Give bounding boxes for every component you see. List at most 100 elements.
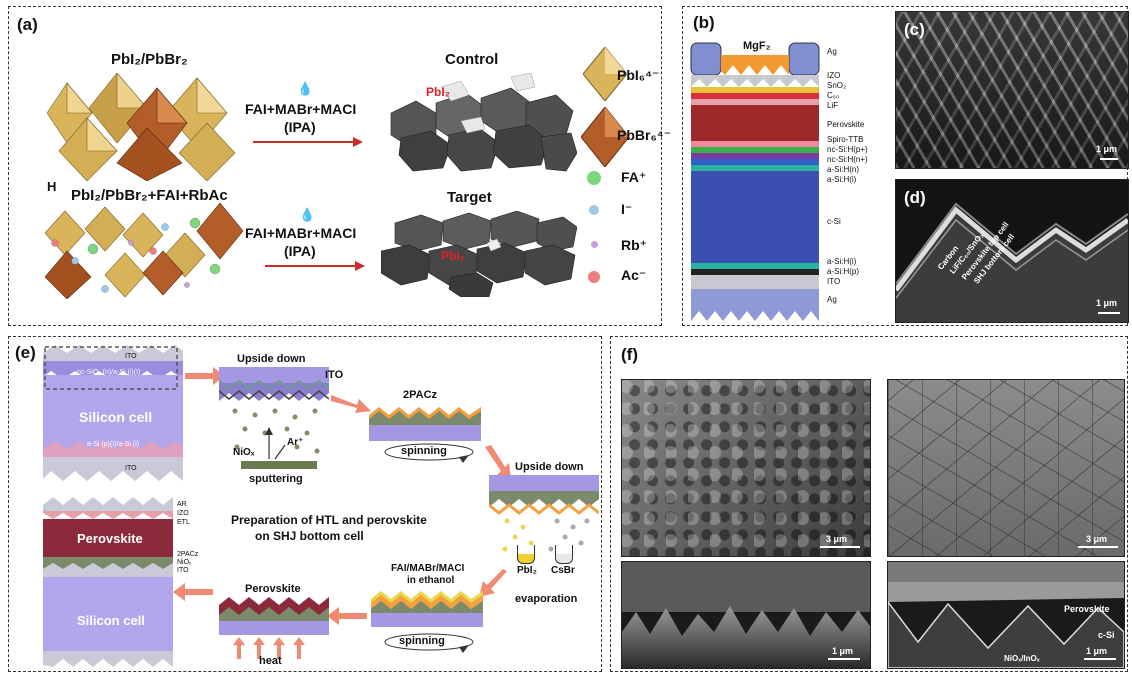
fai-stack — [371, 591, 483, 627]
legend-i-dot — [589, 205, 599, 215]
pbi2-tag-bottom: PbI₂ — [441, 249, 465, 263]
pbi2-label: PbI₂ — [517, 565, 537, 576]
sem-image-c: (c) 1 μm — [895, 11, 1129, 169]
legend-rb-dot — [591, 241, 598, 248]
legend-rb: Rb⁺ — [621, 237, 648, 253]
twopacz-label: 2PACz — [403, 389, 438, 401]
stack2-izo: IZO — [177, 510, 189, 517]
stack2-silicon: Silicon cell — [77, 613, 145, 628]
sem-image-d: (d) Carbon LiF/C₆₀/SnO₂ Perovskite top c… — [895, 179, 1129, 323]
perovskite-label-heat: Perovskite — [245, 583, 301, 595]
panel-e: (e) ITO nc-SiOₓ (n)/a-Si (i)(I) Silicon … — [8, 336, 602, 672]
layer-ito: ITO — [827, 277, 841, 286]
legend-pbbr6-icon — [581, 107, 629, 167]
panel-f: (f) 3 μm 3 μm 1 μm Perovskite c-Si NiOₓ/… — [610, 336, 1128, 672]
sem-f-nio-label: NiOₓ/InOₓ — [1004, 654, 1040, 663]
layer-asi-i-bottom: a-Si:H(i) — [827, 257, 857, 266]
octahedron-pbi — [47, 73, 236, 181]
silicon-cell-stack-1 — [43, 345, 183, 481]
spinning-2: spinning — [399, 635, 445, 647]
heat-arrows — [233, 637, 305, 659]
sem-d-profile — [896, 202, 1128, 322]
legend-ac: Ac⁻ — [621, 267, 647, 283]
target-label: Target — [447, 189, 492, 206]
scale-f-tr: 3 μm — [1086, 534, 1108, 544]
ito-label: ITO — [325, 369, 344, 381]
droplet-icon: 💧 — [297, 81, 314, 96]
legend-fa: FA⁺ — [621, 169, 647, 185]
layer-perovskite: Perovskite — [827, 120, 865, 129]
stack2-ar: AR — [177, 501, 187, 508]
arrow-bottom — [265, 261, 365, 271]
panel-b-label: (b) — [693, 13, 715, 32]
stack2-ito: ITO — [177, 567, 189, 574]
panel-bcd: (b) MgF₂ Ag IZO SnO₂ C₆₀ LiF Perovskite … — [682, 6, 1129, 326]
fai-label-1: FAI/MABr/MACI — [391, 563, 465, 574]
title-e-2: on SHJ bottom cell — [255, 529, 364, 543]
octahedra-cluster-bottom — [45, 203, 244, 299]
sem-f-bl-profile — [622, 562, 870, 668]
spin-arrow-1 — [384, 443, 474, 463]
scalebar-c — [1100, 158, 1118, 160]
arrow-e-3 — [485, 445, 511, 479]
evaporation-particles — [502, 518, 590, 552]
spin-arrow-2 — [384, 633, 474, 653]
panel-d-label: (d) — [904, 188, 926, 207]
reagent-top-1: FAI+MABr+MACI — [245, 101, 357, 117]
spinning-1: spinning — [401, 445, 447, 457]
stack1-silicon: Silicon cell — [79, 409, 153, 425]
panel-a: (a) PbI₂/PbBr₂ 💧 FAI+MABr+MACI (IPA) Con… — [8, 6, 671, 326]
csbr-crucible — [555, 545, 573, 564]
scale-f-tl: 3 μm — [826, 534, 848, 544]
scale-f-br: 1 μm — [1086, 646, 1108, 656]
tandem-cell-stack: MgF₂ — [690, 40, 820, 321]
layer-nc-n: nc-Si:H(n+) — [827, 155, 868, 164]
precursor-top-label: PbI₂/PbBr₂ — [111, 51, 188, 68]
sem-f-br-profile — [888, 562, 1124, 668]
legend-pbi6: PbI₆⁴⁻ — [617, 67, 660, 83]
droplet-icon-bottom: 💧 — [299, 207, 316, 222]
scale-d: 1 μm — [1096, 298, 1118, 308]
layer-nc-p: nc-Si:H(p+) — [827, 145, 868, 154]
layer-asi-i-top: a-Si:H(i) — [827, 175, 857, 184]
arrow-e-6 — [173, 583, 213, 601]
sputtering-stack — [219, 367, 329, 401]
fai-label-2: in ethanol — [407, 575, 455, 586]
reagent-top-2: (IPA) — [284, 119, 316, 135]
legend-ac-dot — [588, 271, 600, 283]
octahedra-cluster-top — [47, 73, 236, 181]
stack1-asi: a-Si (p)(I)/a-Si (i) — [87, 441, 140, 448]
scalebar-f-br — [1084, 658, 1116, 660]
stack1-nc-layer: nc-SiOₓ (n)/a-Si (i)(I) — [77, 369, 141, 376]
pbi2-crucible — [517, 545, 535, 564]
legend-pbi6-icon — [583, 47, 627, 101]
stack2-etl: ETL — [177, 519, 190, 526]
panel-e-label: (e) — [15, 343, 36, 362]
layer-sno2: SnO₂ — [827, 81, 847, 90]
sputter-particles — [232, 408, 320, 460]
niox-label: NiOₓ — [233, 447, 255, 458]
upside-down-2: Upside down — [515, 461, 584, 473]
scalebar-f-tr — [1078, 546, 1118, 548]
precursor-bottom-label: PbI₂/PbBr₂+FAI+RbAc — [71, 187, 228, 204]
sputtering-label: sputtering — [249, 473, 303, 485]
ar-label: Ar⁺ — [287, 437, 304, 448]
panel-f-label: (f) — [621, 345, 638, 364]
h-label: H — [47, 179, 57, 194]
target-grains — [381, 211, 577, 297]
csbr-label: CsBr — [551, 565, 575, 576]
reagent-bottom-1: FAI+MABr+MACI — [245, 225, 357, 241]
final-tandem-stack — [43, 497, 173, 667]
layer-asi-p: a-Si:H(p) — [827, 267, 860, 276]
sem-image-f-bottom-left: 1 μm — [621, 561, 871, 669]
upside-down-1: Upside down — [237, 353, 306, 365]
twopacz-stack — [369, 407, 481, 441]
layer-asi-n: a-Si:H(n) — [827, 165, 860, 174]
stack2-perovskite: Perovskite — [77, 531, 143, 546]
arrow-e-1 — [185, 367, 225, 385]
sem-image-f-bottom-right: Perovskite c-Si NiOₓ/InOₓ 1 μm — [887, 561, 1125, 669]
title-e-1: Preparation of HTL and perovskite — [231, 513, 427, 527]
sem-f-perovskite-label: Perovskite — [1064, 604, 1110, 614]
arrow-top — [253, 137, 363, 147]
control-label: Control — [445, 51, 499, 68]
